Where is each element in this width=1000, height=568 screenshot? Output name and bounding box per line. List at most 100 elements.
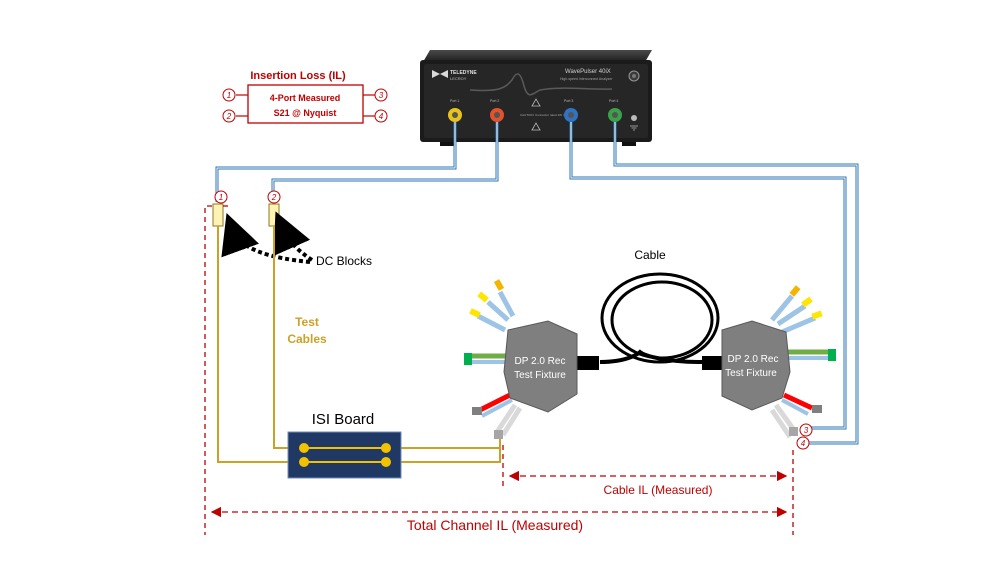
legend-port-1-badge	[222, 88, 236, 102]
dc-blocks: 1 2 DC Blocks	[212, 190, 372, 268]
fr-c6-plug	[812, 405, 822, 413]
fixture-port-3-badge	[799, 423, 813, 437]
fixture-port-4-number: 4	[801, 439, 806, 448]
port-1-label: Port 1	[450, 99, 459, 103]
fl-c8	[494, 403, 518, 434]
test-cables-label-2: Cables	[287, 332, 327, 346]
port-1[interactable]: Port 1	[448, 99, 462, 122]
port-3-center	[568, 112, 574, 118]
fr-c8	[773, 403, 797, 432]
legend-line-2: S21 @ Nyquist	[274, 108, 337, 118]
fixture-left-label-2: Test Fixture	[514, 370, 566, 381]
brand-line-1: TELEDYNE	[450, 70, 477, 76]
fl-c1	[486, 300, 510, 322]
ground-terminal[interactable]	[630, 115, 638, 131]
fr-c6	[782, 392, 814, 411]
port-2[interactable]: Port 2	[490, 99, 504, 122]
cable-plug-right	[702, 356, 724, 370]
teledyne-logo-icon	[432, 70, 448, 78]
power-button-center	[632, 74, 636, 78]
port-3-cable	[569, 122, 847, 430]
isi-board-label: ISI Board	[312, 411, 375, 428]
dc-block-1	[212, 203, 224, 227]
port-3-cable-core	[570, 122, 846, 429]
instrument-panel-inset	[424, 64, 648, 138]
fixture-port-3-number: 3	[804, 426, 809, 435]
esd-warning-icon	[531, 122, 541, 131]
cable-il-label: Cable IL (Measured)	[604, 483, 713, 497]
port-4[interactable]: Port 4	[608, 99, 622, 122]
fixture-left: DP 2.0 Rec Test Fixture	[464, 279, 578, 439]
fr-c9	[769, 408, 793, 439]
cable-coil-2	[610, 280, 714, 360]
fl-c2-plug	[493, 279, 505, 291]
fl-c6-plug	[472, 407, 482, 415]
fr-c1-plug	[789, 285, 801, 297]
legend-port-3: 3	[379, 91, 384, 100]
dc-block-1-badge	[214, 190, 228, 204]
fl-c3	[476, 313, 507, 333]
fixture-right: DP 2.0 Rec Test Fixture 3 4	[721, 285, 836, 450]
legend-box	[247, 84, 364, 124]
model-name: WavePulser 40iX	[565, 69, 611, 75]
fr-c2-plug	[801, 296, 813, 308]
fr-c2	[776, 303, 807, 327]
dc-block-2-badge	[267, 190, 281, 204]
legend-port-3-badge	[374, 88, 388, 102]
dc-blocks-arrow-2	[273, 211, 314, 262]
instrument-top	[423, 50, 652, 62]
fl-c2	[497, 290, 516, 318]
legend-line-1: 4-Port Measured	[270, 93, 341, 103]
fl-c8-plug	[494, 430, 503, 439]
fr-c3-plug	[811, 310, 823, 320]
isi-board-body	[287, 431, 402, 479]
fixture-left-cables	[464, 279, 523, 439]
cable-run	[599, 349, 721, 364]
waveform-graphic	[469, 73, 613, 96]
port-3[interactable]: Port 3	[564, 99, 578, 122]
legend-port-1: 1	[227, 91, 231, 100]
fr-c3	[781, 315, 816, 335]
ground-symbol-icon	[630, 125, 638, 131]
isi-pad-2	[299, 457, 309, 467]
fr-c8-plug	[789, 427, 798, 436]
legend-title: Insertion Loss (IL)	[250, 70, 346, 82]
port-3-label: Port 3	[564, 99, 573, 103]
instrument-foot-right	[622, 142, 636, 146]
total-il-label: Total Channel IL (Measured)	[407, 517, 583, 533]
isi-pad-1	[299, 443, 309, 453]
instrument-foot-left	[440, 142, 454, 146]
cable-coil-1	[600, 272, 720, 364]
isi-board: ISI Board	[287, 411, 402, 479]
fixture-left-label-1: DP 2.0 Rec	[515, 356, 566, 367]
fixture-right-label-2: Test Fixture	[725, 368, 777, 379]
fl-c3-plug	[469, 308, 481, 318]
legend-port-2-badge	[222, 109, 236, 123]
test-cables-label-1: Test	[295, 315, 319, 329]
fl-c7	[481, 398, 513, 418]
teledyne-logo: TELEDYNE LECROY	[432, 70, 477, 81]
port-2-label: Port 2	[490, 99, 499, 103]
dc-block-2-number: 2	[271, 193, 277, 202]
fixture-right-cables	[769, 285, 836, 439]
fl-c9	[500, 406, 523, 437]
wavepulser-instrument: TELEDYNE LECROY WavePulser 40iX High-spe…	[420, 50, 652, 146]
fl-c6	[478, 392, 512, 413]
warning-panel: CAUTION: Connector rated 1W max	[520, 98, 569, 131]
brand-line-2: LECROY	[450, 76, 467, 81]
measurements	[204, 205, 794, 535]
dc-blocks-arrow-1	[221, 212, 311, 264]
legend-port-2: 2	[226, 112, 232, 121]
port-1-cable	[215, 122, 457, 202]
port-2-center	[494, 112, 500, 118]
fr-c1	[770, 294, 794, 322]
port-1-cable-core	[216, 122, 456, 202]
cable-label: Cable	[634, 248, 666, 262]
fixture-right-body	[721, 320, 791, 411]
port-1-center	[452, 112, 458, 118]
warning-text: CAUTION: Connector rated 1W max	[520, 113, 569, 117]
dc-block-2	[268, 203, 280, 227]
warning-icon	[531, 98, 541, 107]
